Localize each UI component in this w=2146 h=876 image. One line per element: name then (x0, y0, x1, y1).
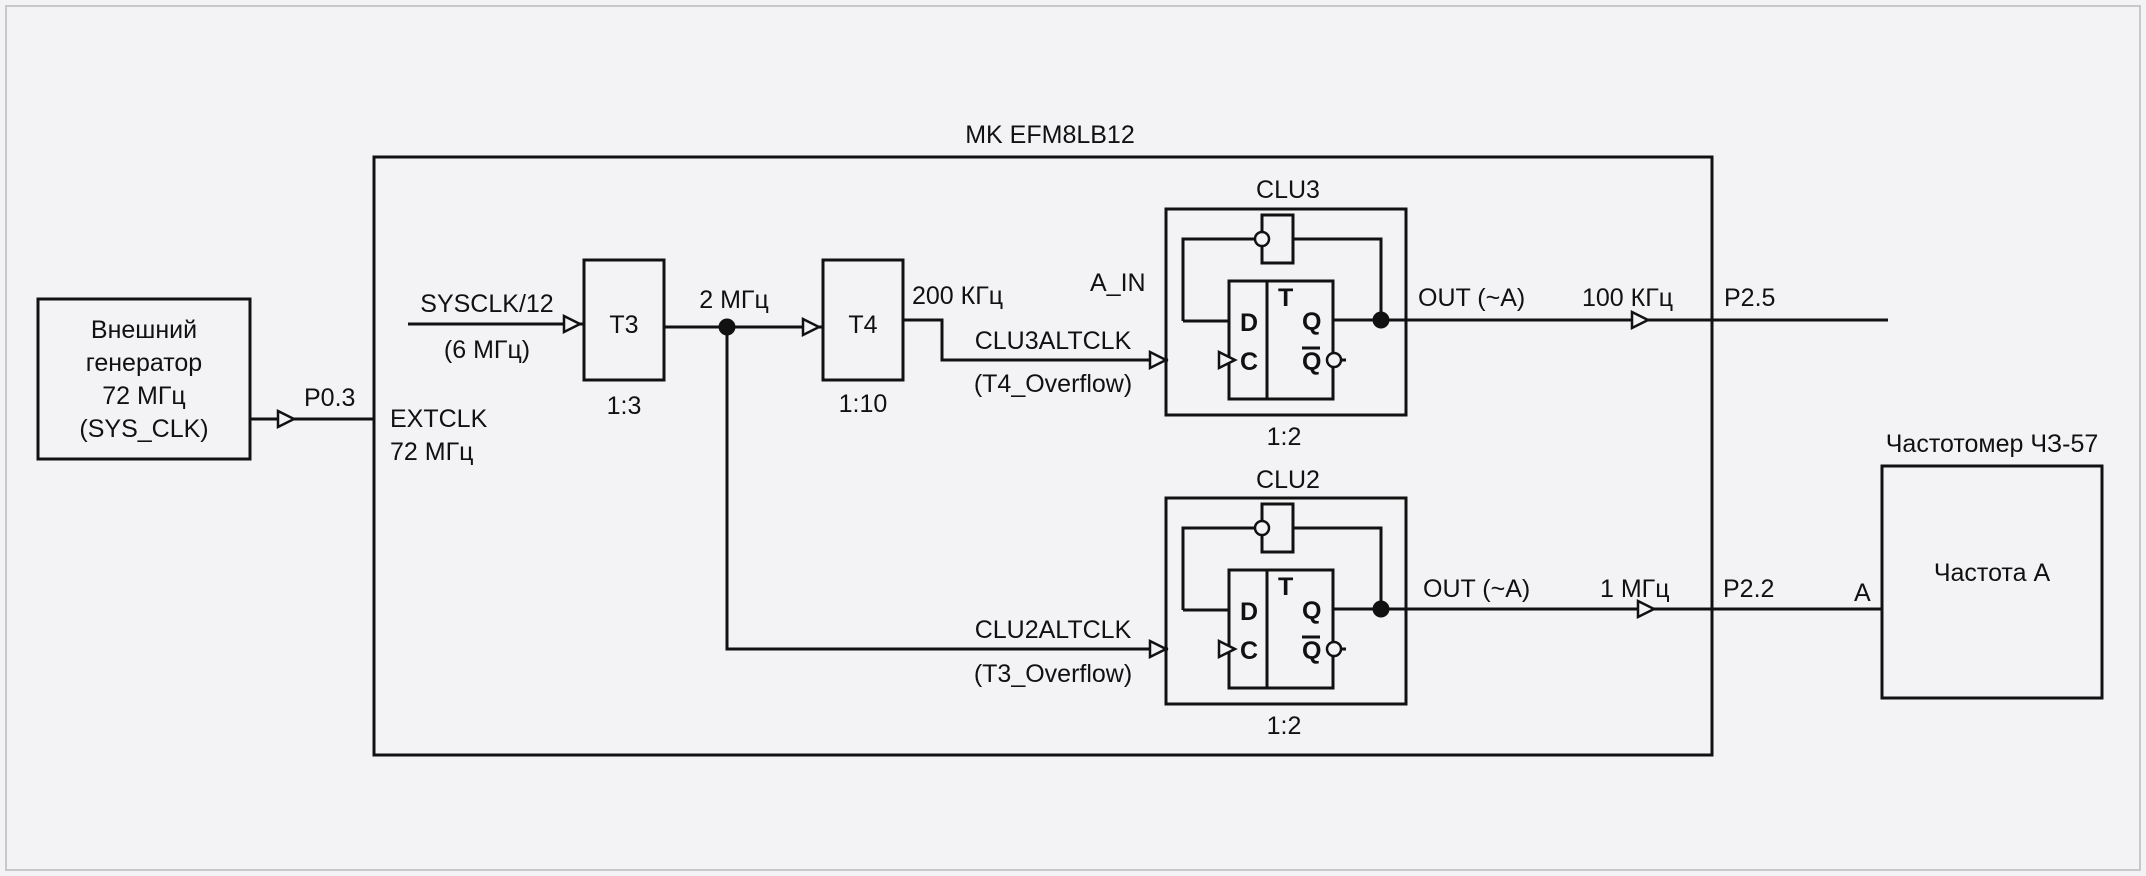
outer-frame (5, 5, 2141, 871)
t4-name: T4 (848, 311, 877, 339)
extclk-freq: 72 МГц (390, 438, 473, 466)
clu2-altclk-sub: (T3_Overflow) (974, 660, 1132, 688)
generator-line-3: 72 МГц (102, 382, 185, 410)
frequency-counter-block: Частотомер ЧЗ-57 Частота A (1880, 430, 2104, 700)
timer-t3: T3 1:3 (582, 258, 666, 420)
clu3-altclk: CLU3ALTCLK (975, 327, 1132, 355)
clu2-t-pin: T (1278, 573, 1293, 601)
clu2-pin: P2.2 (1723, 575, 1774, 603)
clu3-q-pin: Q (1302, 308, 1321, 336)
timer-t4: T4 1:10 (821, 258, 905, 418)
clu2-d-pin: D (1240, 598, 1258, 626)
clu3-clock-line: CLU3ALTCLK (T4_Overflow) (903, 318, 1169, 398)
clu3-altclk-sub: (T4_Overflow) (974, 370, 1132, 398)
mcu-block: MK EFM8LB12 EXTCLK 72 МГц (372, 121, 1714, 757)
t4-ratio: 1:10 (839, 390, 888, 418)
t3-ratio: 1:3 (607, 392, 642, 420)
mcu-title: MK EFM8LB12 (965, 121, 1135, 149)
t3-name: T3 (609, 311, 638, 339)
clu2-ratio: 1:2 (1267, 712, 1302, 740)
generator-line-4: (SYS_CLK) (79, 415, 208, 443)
counter-title: Частотомер ЧЗ-57 (1886, 430, 2099, 458)
p03-label: P0.3 (304, 384, 355, 412)
sysclk-line: SYSCLK/12 (6 МГц) (408, 290, 584, 364)
clu2-flipflop (1227, 568, 1335, 690)
generator-line-1: Внешний (91, 316, 197, 344)
clu3-pin: P2.5 (1724, 284, 1775, 312)
clu2-name: CLU2 (1256, 466, 1320, 494)
clu2-clock-line: CLU2ALTCLK (T3_Overflow) (725, 327, 1169, 688)
external-generator-block: Внешний генератор 72 МГц (SYS_CLK) (36, 297, 252, 461)
clu3-ratio: 1:2 (1267, 423, 1302, 451)
generator-line-2: генератор (86, 349, 202, 377)
clu2-q-pin: Q (1302, 597, 1321, 625)
clu3-d-pin: D (1240, 309, 1258, 337)
extclk-label: EXTCLK (390, 405, 488, 433)
clu2-freq: 1 МГц (1600, 575, 1670, 603)
clu2-altclk: CLU2ALTCLK (975, 616, 1132, 644)
clu3-name: CLU3 (1256, 176, 1320, 204)
clu3-block: CLU3 1:2 D C T Q Q (1164, 176, 1408, 451)
freq-200khz: 200 КГц (912, 282, 1003, 310)
a-in-label: A_IN (1090, 269, 1146, 297)
clu2-c-pin: C (1240, 637, 1258, 665)
clu2-block: CLU2 1:2 D C T Q Q (1164, 466, 1408, 740)
clu2-out-label: OUT (~A) (1423, 575, 1530, 603)
sysclk-freq: (6 МГц) (444, 336, 530, 364)
clu3-out-label: OUT (~A) (1418, 284, 1525, 312)
p03-connection: P0.3 (250, 384, 374, 430)
clu3-qbar-pin: Q (1302, 348, 1321, 376)
clu3-output: OUT (~A) 100 КГц P2.5 (1406, 284, 1888, 331)
counter-channel: Частота A (1934, 559, 2051, 587)
clu2-qbar-pin: Q (1302, 637, 1321, 665)
counter-input-label: A (1854, 579, 1871, 607)
t3-to-t4-line: 2 МГц (664, 286, 823, 338)
clu3-t-pin: T (1278, 284, 1293, 312)
sysclk-label: SYSCLK/12 (420, 290, 553, 318)
freq-2mhz: 2 МГц (699, 286, 769, 314)
clu3-freq: 100 КГц (1582, 284, 1673, 312)
clu3-c-pin: C (1240, 348, 1258, 376)
clu3-flipflop (1227, 279, 1335, 401)
clu2-output: OUT (~A) 1 МГц P2.2 A (1406, 575, 1882, 620)
